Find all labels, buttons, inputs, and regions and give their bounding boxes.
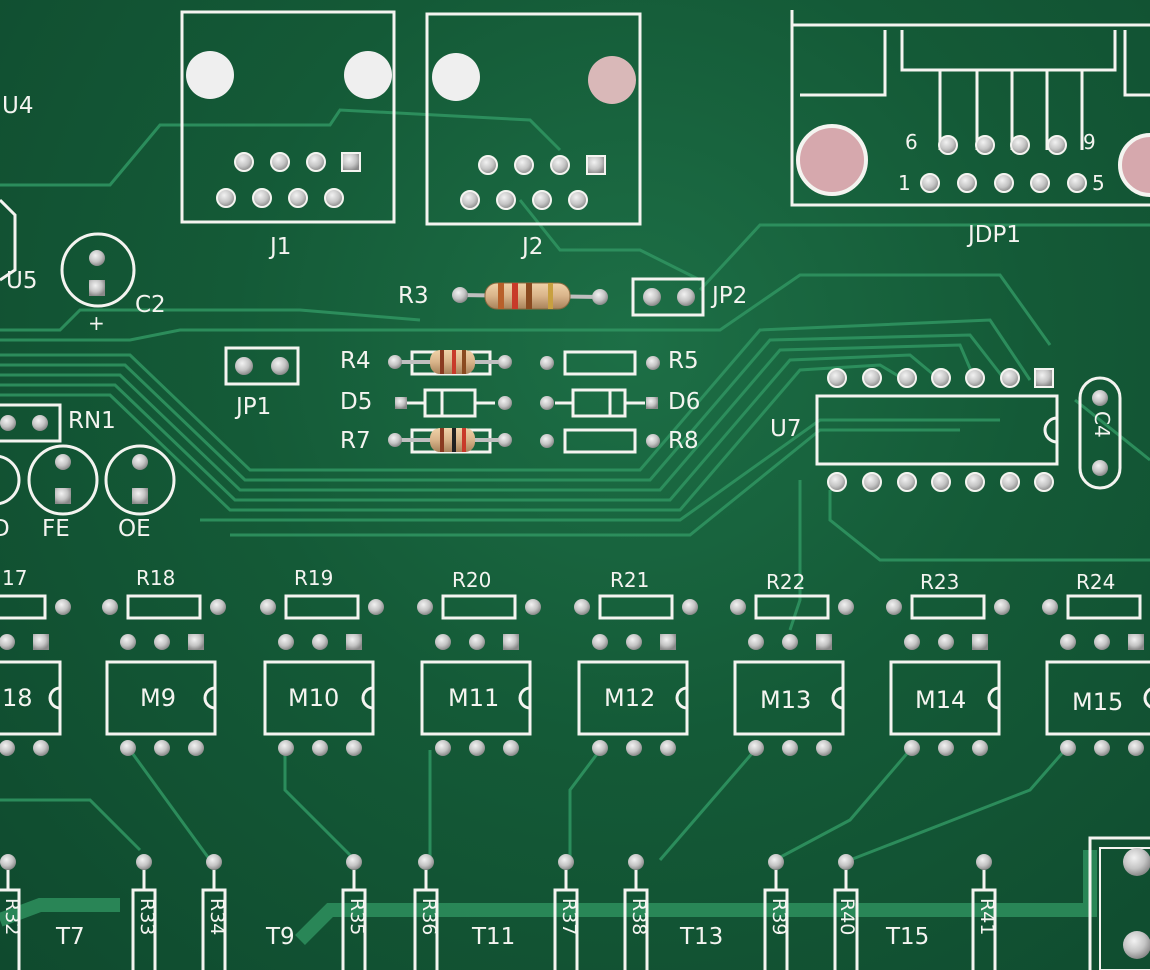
label-r4: R4	[340, 348, 371, 374]
jdp1-outline	[790, 10, 1150, 207]
c2-outline	[60, 232, 136, 308]
label-d6: D6	[668, 389, 701, 415]
u7-outline	[815, 394, 1059, 466]
r3-resistor	[452, 282, 608, 310]
r5-r8-footprints	[555, 350, 645, 454]
label-u4: U4	[2, 93, 34, 119]
vertical-resistor	[201, 854, 227, 970]
label-jdp1: JDP1	[968, 222, 1021, 248]
label-j2: J2	[522, 234, 544, 260]
label-r17: 17	[2, 566, 28, 590]
label-jdp1-pin5: 5	[1092, 171, 1105, 195]
vertical-resistor	[0, 854, 21, 970]
label-r22: R22	[766, 570, 806, 594]
label-m13: M13	[760, 686, 812, 714]
j1-pads	[216, 152, 361, 208]
mosfet-block	[574, 594, 698, 756]
label-t11: T11	[472, 924, 516, 950]
mosfet-block	[102, 594, 226, 756]
label-m10: M10	[288, 684, 340, 712]
label-r7: R7	[340, 428, 371, 454]
label-t13: T13	[680, 924, 724, 950]
label-t7: T7	[56, 924, 85, 950]
label-m9: M9	[140, 684, 176, 712]
label-r34: R34	[206, 898, 228, 936]
mosfet-block	[0, 594, 71, 756]
label-jp2: JP2	[712, 283, 748, 309]
vertical-resistor	[341, 854, 367, 970]
label-r24: R24	[1076, 570, 1116, 594]
vertical-resistor	[833, 854, 859, 970]
bottom-resistors	[0, 854, 997, 970]
label-r18: R18	[136, 566, 176, 590]
label-led-fe: FE	[42, 516, 70, 542]
label-r21: R21	[610, 568, 650, 592]
mosfet-block	[886, 594, 1010, 756]
label-r36: R36	[418, 898, 440, 936]
label-t9: T9	[266, 924, 295, 950]
label-r35: R35	[346, 898, 368, 936]
label-m15: M15	[1072, 688, 1124, 716]
vertical-resistor	[553, 854, 579, 970]
label-m14: M14	[915, 686, 967, 714]
label-r41: R41	[976, 898, 998, 936]
label-rn1: RN1	[68, 408, 116, 434]
label-jdp1-pin6: 6	[905, 130, 918, 154]
mounting-holes	[186, 51, 636, 104]
label-led-d: D	[0, 516, 10, 542]
label-t15: T15	[886, 924, 930, 950]
mosfet-block	[260, 594, 384, 756]
label-r39: R39	[768, 898, 790, 936]
label-c2: C2	[135, 292, 166, 318]
r4-r7-components	[388, 350, 512, 454]
label-j1: J1	[270, 234, 292, 260]
label-c2-plus: +	[88, 311, 105, 335]
mosfet-block	[417, 594, 541, 756]
label-r5: R5	[668, 348, 699, 374]
mosfet-block	[730, 594, 854, 756]
vertical-resistor	[413, 854, 439, 970]
label-c4: C4	[1090, 411, 1114, 438]
label-r19: R19	[294, 566, 334, 590]
label-led-oe: OE	[118, 516, 151, 542]
label-r38: R38	[628, 898, 650, 936]
label-jdp1-pin9: 9	[1083, 130, 1096, 154]
vertical-resistor	[623, 854, 649, 970]
label-r20: R20	[452, 568, 492, 592]
label-u5: U5	[6, 268, 38, 294]
mosfet-block	[1042, 594, 1150, 756]
vertical-resistor	[763, 854, 789, 970]
vertical-resistor	[131, 854, 157, 970]
label-r3: R3	[398, 283, 429, 309]
vertical-resistor	[971, 854, 997, 970]
j1-outline	[180, 10, 642, 226]
label-d5: D5	[340, 389, 373, 415]
label-jp1: JP1	[236, 394, 272, 420]
label-r37: R37	[558, 898, 580, 936]
label-m11: M11	[448, 684, 500, 712]
jdp1-pads	[920, 135, 1087, 193]
j2-pads	[460, 155, 606, 210]
label-m12: M12	[604, 684, 656, 712]
label-m8: 18	[2, 684, 33, 712]
label-r33: R33	[136, 898, 158, 936]
mosfet-row	[0, 594, 1150, 756]
label-r8: R8	[668, 428, 699, 454]
label-u7: U7	[770, 416, 802, 442]
label-r23: R23	[920, 570, 960, 594]
label-r40: R40	[836, 898, 858, 936]
label-jdp1-pin1: 1	[898, 171, 911, 195]
label-r32: R32	[1, 898, 23, 936]
jdp1-mount-hole	[796, 124, 868, 196]
c4-outline	[1078, 376, 1122, 490]
